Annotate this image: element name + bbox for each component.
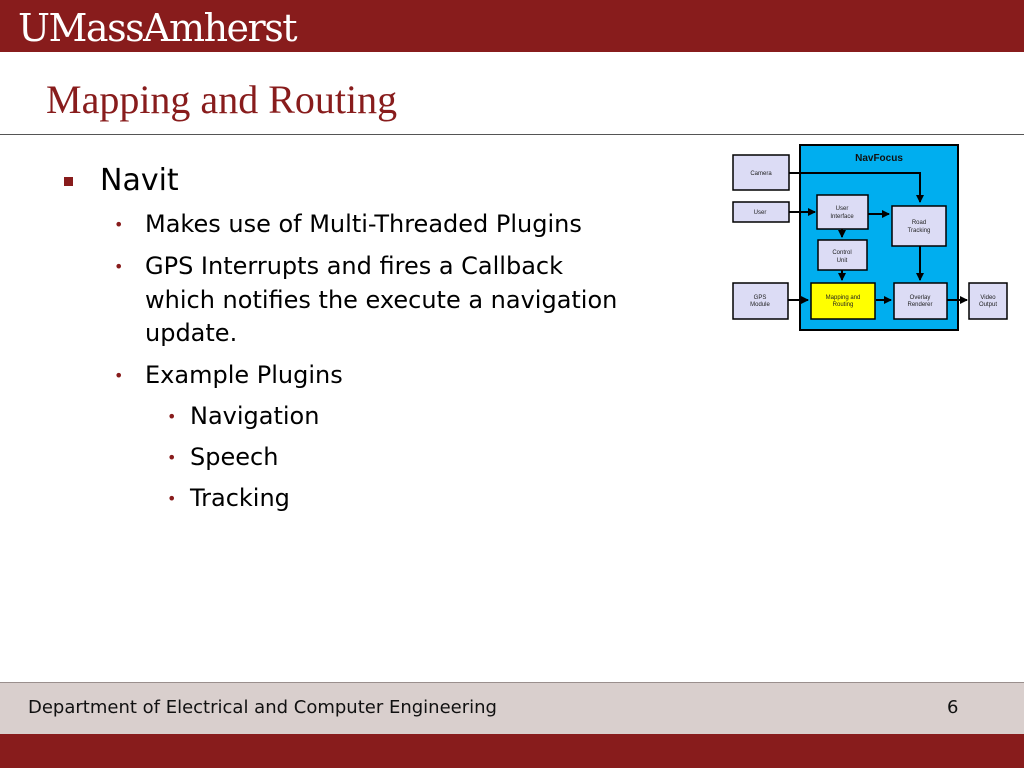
- header-bar: UMassAmherst: [0, 0, 1024, 52]
- block-user-interface-label-2: Interface: [830, 214, 854, 220]
- footer-department: Department of Electrical and Computer En…: [28, 697, 497, 718]
- bullet-navigation: Navigation: [190, 402, 320, 430]
- bullet-tracking: Tracking: [190, 484, 290, 512]
- block-camera-label: Camera: [750, 171, 772, 177]
- bullet-example-plugins: Example Plugins: [145, 361, 343, 389]
- block-mapping-routing-label-1: Mapping and: [826, 295, 861, 301]
- block-gps-module-label-1: GPS: [754, 295, 767, 301]
- bottom-bar: [0, 734, 1024, 768]
- diagram-connectors: [788, 172, 968, 304]
- bullet-speech: Speech: [190, 443, 279, 471]
- bullet-multithreaded-plugins: Makes use of Multi-Threaded Plugins: [145, 210, 582, 238]
- title-divider: [0, 134, 1024, 135]
- block-road-tracking-label-1: Road: [912, 220, 926, 226]
- bullet-gps-interrupts: GPS Interrupts and fires a Callback: [145, 252, 564, 280]
- block-video-output: [968, 282, 1008, 320]
- block-user: [732, 201, 790, 223]
- block-video-output-label-2: Output: [979, 302, 997, 308]
- block-mapping-routing-label-2: Routing: [833, 302, 854, 308]
- dot-bullet-icon: •: [167, 489, 177, 508]
- block-overlay-renderer-label-1: Overlay: [910, 295, 931, 301]
- footer-band: [0, 682, 1024, 735]
- block-control-unit-label-1: Control: [832, 250, 851, 256]
- square-bullet-icon: [64, 177, 73, 186]
- block-gps-module-label-2: Module: [750, 302, 770, 308]
- block-video-output-label-1: Video: [980, 295, 996, 301]
- university-logo: UMassAmherst: [18, 6, 297, 50]
- arrow-camera-road: [789, 172, 924, 203]
- block-road-tracking: [891, 205, 947, 247]
- dot-bullet-icon: •: [167, 407, 177, 426]
- bullet-gps-interrupts-line3: update.: [145, 319, 238, 347]
- block-control-unit-label-2: Unit: [837, 258, 848, 264]
- bullet-navit: Navit: [100, 163, 179, 198]
- block-gps-module: [732, 282, 789, 320]
- block-overlay-renderer: [893, 282, 948, 320]
- block-camera: [732, 154, 790, 191]
- block-control-unit: [817, 239, 868, 271]
- bullet-gps-interrupts-line2: which notifies the execute a navigation: [145, 286, 618, 314]
- block-user-interface-label-1: User: [836, 206, 849, 212]
- dot-bullet-icon: •: [167, 448, 177, 467]
- block-road-tracking-label-2: Tracking: [908, 228, 931, 234]
- page-number: 6: [947, 697, 959, 718]
- block-overlay-renderer-label-2: Renderer: [907, 302, 932, 308]
- dot-bullet-icon: •: [114, 366, 124, 385]
- block-user-label: User: [754, 210, 767, 216]
- dot-bullet-icon: •: [114, 257, 124, 276]
- dot-bullet-icon: •: [114, 215, 124, 234]
- navfocus-title: NavFocus: [855, 153, 903, 164]
- block-user-interface: [816, 194, 869, 230]
- block-mapping-routing: [810, 282, 876, 320]
- slide-title: Mapping and Routing: [46, 77, 398, 122]
